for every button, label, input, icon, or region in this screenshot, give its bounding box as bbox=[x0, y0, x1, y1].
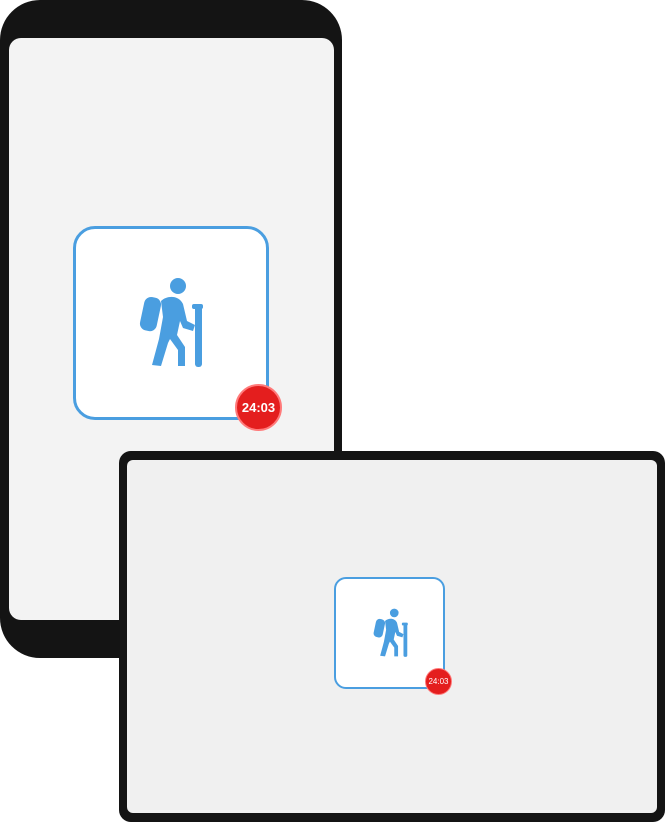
tablet-device: 24:03 bbox=[119, 451, 665, 822]
hiking-icon bbox=[373, 608, 408, 657]
tablet-app-tile[interactable] bbox=[334, 577, 445, 689]
phone-timer-badge: 24:03 bbox=[235, 384, 282, 431]
hiking-icon bbox=[139, 278, 203, 367]
tablet-screen: 24:03 bbox=[127, 460, 657, 813]
tablet-timer-badge: 24:03 bbox=[425, 668, 452, 695]
phone-app-tile[interactable] bbox=[73, 226, 269, 420]
